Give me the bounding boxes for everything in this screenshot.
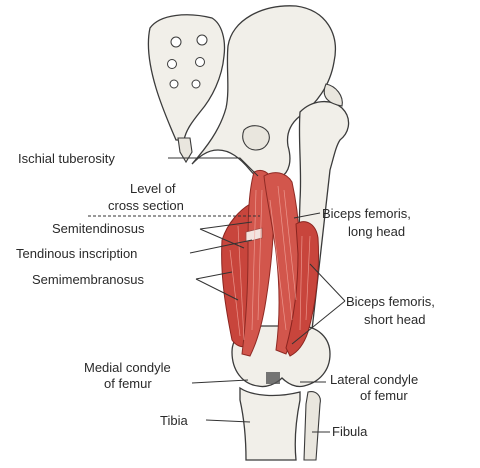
label-semitendinosus: Semitendinosus bbox=[52, 221, 145, 236]
label-biceps-long-head: long head bbox=[348, 224, 405, 239]
lower-leg-bones bbox=[240, 388, 320, 460]
label-tibia: Tibia bbox=[160, 413, 188, 428]
label-level-of: Level of bbox=[130, 181, 176, 196]
label-cross-section: cross section bbox=[108, 198, 184, 213]
label-biceps-short: Biceps femoris, bbox=[346, 294, 435, 309]
label-ischial-tuberosity: Ischial tuberosity bbox=[18, 151, 115, 166]
label-biceps-short-head: short head bbox=[364, 312, 425, 327]
label-lateral-condyle: Lateral condyle bbox=[330, 372, 418, 387]
label-medial-condyle: Medial condyle bbox=[84, 360, 171, 375]
label-fibula: Fibula bbox=[332, 424, 368, 439]
label-lateral-condyle-femur: of femur bbox=[360, 388, 408, 403]
label-medial-condyle-femur: of femur bbox=[104, 376, 152, 391]
label-semimembranosus: Semimembranosus bbox=[32, 272, 144, 287]
label-tendinous-inscription: Tendinous inscription bbox=[16, 246, 137, 261]
label-biceps-long: Biceps femoris, bbox=[322, 206, 411, 221]
